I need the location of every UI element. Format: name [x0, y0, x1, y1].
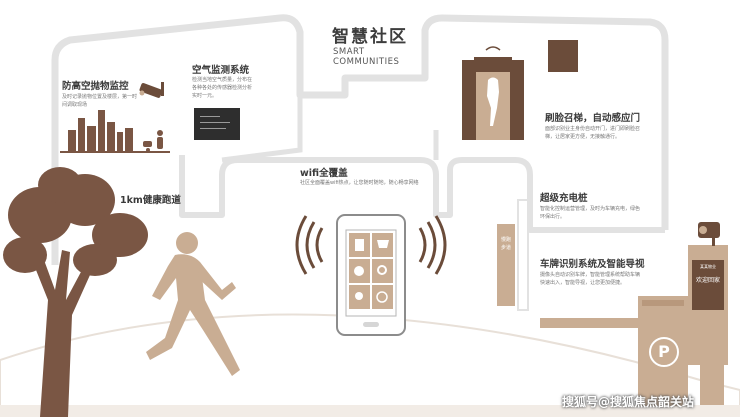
wifi-signal-icon: [295, 215, 447, 275]
plate-title: 车牌识别系统及智能导视: [540, 259, 645, 270]
page-subtitle: SMART COMMUNITIES: [333, 47, 400, 67]
inner-outline: [179, 155, 665, 233]
runner-illustration: [146, 232, 240, 376]
elevator-icon: [462, 46, 524, 140]
page-title: 智慧社区: [332, 27, 408, 47]
kiosk-brand: 某某物业: [700, 264, 716, 269]
outline-mid: [221, 95, 303, 163]
air-monitor-screen: [194, 108, 240, 140]
parking-sign-icon: P: [649, 337, 679, 367]
watermark: 搜狐号@搜狐焦点韶关站: [562, 395, 695, 409]
charging-station: [517, 199, 529, 311]
wifi-title: wifi全覆盖: [300, 168, 348, 179]
pollution-desc: 及时记录抛物位置及楼层，第一时间调取现场: [62, 94, 138, 108]
tree-illustration: [3, 167, 148, 417]
skyline-icon: [60, 110, 170, 153]
guide-kiosk: [688, 222, 728, 405]
running-track-title: 1km健康跑道: [120, 195, 181, 206]
running-signpost: [497, 224, 515, 306]
face-scanner-icon: [548, 40, 578, 72]
air-title: 空气监测系统: [192, 65, 250, 76]
ground-band: [0, 405, 740, 417]
air-desc: 检测当地空气质量，分布在各种各处的传感器检测分析实时一元。: [192, 77, 253, 99]
signpost-text: 慢跑步道: [500, 237, 511, 251]
charging-title: 超级充电桩: [540, 193, 588, 204]
charging-desc: 智能化控制运营管理，及时为车辆充电，绿色环保出行。: [540, 206, 641, 220]
wifi-desc: 社区全面覆盖wifi热点，让您随时随地，随心畅享网络: [300, 180, 419, 186]
face-title: 刷脸召梯，自动感应门: [545, 113, 641, 124]
pedestrian-icon: [143, 130, 163, 152]
phone-icon: [336, 214, 406, 336]
face-desc: 面部识别业主身份自动开门，进门即刷脸召梯，让居家更方便，无接触通行。: [545, 126, 641, 140]
community-outline: [51, 14, 669, 230]
kiosk-welcome-text: 欢迎回家: [696, 277, 721, 284]
cctv-camera-icon: [139, 82, 164, 98]
plate-desc: 摄像头自动识别车牌，智能管理系统帮助车辆快速出入，智能导视，让您更加便捷。: [540, 272, 641, 286]
pollution-title: 防高空抛物监控: [62, 81, 129, 92]
